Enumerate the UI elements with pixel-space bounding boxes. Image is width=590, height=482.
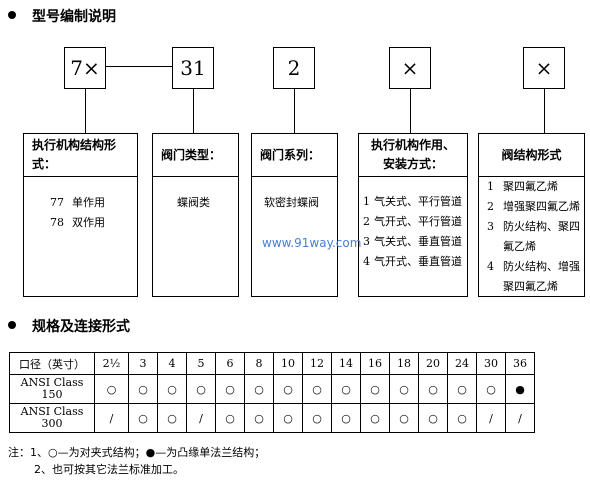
table-cell: /	[476, 403, 506, 433]
table-cell: ○	[128, 403, 158, 433]
table-cell: ○	[476, 374, 506, 404]
size-cell: 6	[215, 352, 245, 375]
size-cell: 10	[273, 352, 303, 375]
size-cell: 36	[505, 352, 535, 375]
connector-line	[85, 89, 86, 133]
table-cell: ○	[418, 403, 448, 433]
table-cell: ○	[244, 403, 274, 433]
section-title-model: 型号编制说明	[32, 9, 116, 25]
spec-table: 口径（英寸） 2½ 3 4 5 6 8 10 12 14 16 18 20 24…	[9, 352, 535, 433]
code-box-2: 31	[172, 47, 214, 89]
code-box-4: ×	[389, 47, 431, 89]
list-item: 聚四氟乙烯	[503, 280, 558, 293]
column-header-valve-series: 阀门系列：	[251, 133, 338, 177]
table-cell: ○	[360, 374, 390, 404]
table-cell: ○	[331, 403, 361, 433]
table-cell: ○	[447, 374, 477, 404]
table-cell: ○	[128, 374, 158, 404]
section-title-specs: 规格及连接形式	[32, 319, 130, 335]
column-header-valve-structure: 阀结构形式	[478, 133, 585, 177]
table-cell: ○	[244, 374, 274, 404]
code-box-5: ×	[523, 47, 565, 89]
connector-line	[294, 89, 295, 133]
size-cell: 8	[244, 352, 274, 375]
table-cell: ○	[418, 374, 448, 404]
column-header-valve-type: 阀门类型：	[152, 133, 239, 177]
table-row: ANSI Class 150 ○ ○ ○ ○ ○ ○ ○ ○ ○ ○ ○ ○ ○…	[9, 374, 535, 404]
section-bullet	[8, 321, 16, 329]
section-bullet	[8, 11, 16, 19]
connector-line	[193, 89, 194, 133]
table-cell: ○	[389, 374, 419, 404]
table-header-row: 口径（英寸） 2½ 3 4 5 6 8 10 12 14 16 18 20 24…	[9, 352, 535, 375]
column-body-valve-series: 软密封蝶阀	[251, 177, 338, 297]
connector-line	[106, 66, 172, 67]
table-cell: ○	[331, 374, 361, 404]
list-item: 软密封蝶阀	[264, 196, 319, 209]
table-cell: ○	[215, 403, 245, 433]
table-cell: ○	[273, 403, 303, 433]
table-cell: ○	[447, 403, 477, 433]
size-cell: 30	[476, 352, 506, 375]
table-cell: /	[186, 403, 216, 433]
size-cell: 14	[331, 352, 361, 375]
column-header-actuator-action: 执行机构作用、安装方式：	[358, 133, 468, 177]
size-cell: 4	[157, 352, 187, 375]
connector-line	[410, 89, 411, 133]
table-row: ANSI Class 300 / ○ ○ / ○ ○ ○ ○ ○ ○ ○ ○ ○…	[9, 403, 535, 433]
watermark-text: www.91way.com	[262, 236, 362, 250]
table-cell: ○	[389, 403, 419, 433]
table-cell: ○	[94, 374, 129, 404]
size-cell: 5	[186, 352, 216, 375]
code-box-1: 7×	[64, 47, 106, 89]
table-cell: ○	[302, 403, 332, 433]
table-cell: ●	[505, 374, 535, 404]
table-cell: /	[505, 403, 535, 433]
table-cell: ○	[302, 374, 332, 404]
column-header-actuator-structure: 执行机构结构形式：	[23, 133, 138, 177]
table-cell: ○	[186, 374, 216, 404]
table-cell: /	[94, 403, 129, 433]
size-cell: 12	[302, 352, 332, 375]
connector-line	[544, 89, 545, 133]
size-cell: 20	[418, 352, 448, 375]
size-cell: 24	[447, 352, 477, 375]
size-cell: 3	[128, 352, 158, 375]
size-header-label: 口径（英寸）	[9, 352, 95, 375]
code-box-3: 2	[273, 47, 315, 89]
size-cell: 2½	[94, 352, 129, 375]
note-line-1: 注：1、○—为对夹式结构；●—为凸缘单法兰结构；	[8, 446, 266, 459]
list-item: 氟乙烯	[503, 240, 536, 253]
note-line-2: 2、也可按其它法兰标准加工。	[34, 463, 184, 476]
table-cell: ○	[215, 374, 245, 404]
column-body-valve-type: 蝶阀类	[152, 177, 239, 297]
size-cell: 18	[389, 352, 419, 375]
table-cell: ○	[273, 374, 303, 404]
table-cell: ○	[157, 374, 187, 404]
list-item: 蝶阀类	[177, 196, 210, 209]
row-label-ansi-150: ANSI Class 150	[9, 374, 95, 404]
row-label-ansi-300: ANSI Class 300	[9, 403, 95, 433]
table-cell: ○	[157, 403, 187, 433]
size-cell: 16	[360, 352, 390, 375]
table-cell: ○	[360, 403, 390, 433]
